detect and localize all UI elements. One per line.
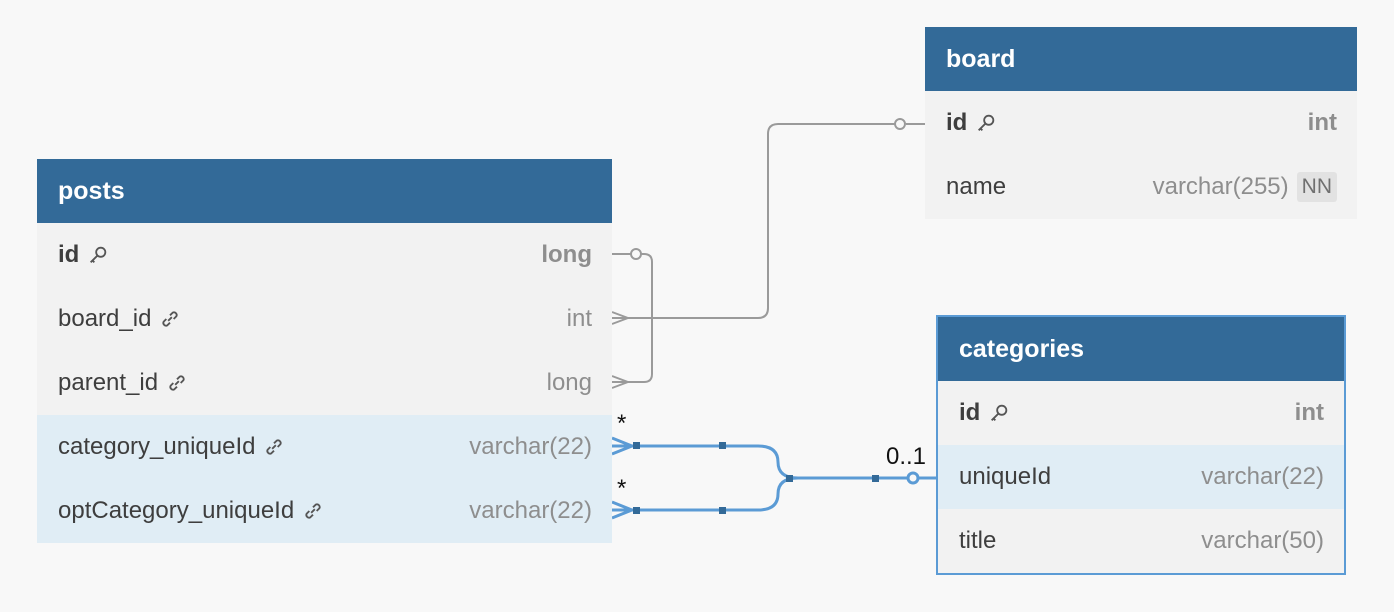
column-row[interactable]: title varchar(50) (938, 509, 1344, 573)
relation-posts-parent[interactable] (612, 253, 653, 383)
column-type: int (1294, 399, 1324, 426)
column-name: id (959, 399, 981, 426)
relation-markers (633, 442, 879, 514)
column-row[interactable]: name varchar(255) NN (925, 155, 1357, 219)
column-name: uniqueId (959, 463, 1052, 490)
column-row[interactable]: category_uniqueId varchar(22) (37, 415, 612, 479)
column-row[interactable]: optCategory_uniqueId varchar(22) (37, 479, 612, 543)
column-name: name (946, 173, 1007, 200)
link-icon (162, 311, 179, 327)
column-type: long (541, 241, 592, 268)
relation-posts-board[interactable] (612, 123, 900, 319)
table-categories[interactable]: categories id int uniqueId varchar(22) t… (936, 315, 1346, 575)
table-board-header[interactable]: board (925, 27, 1357, 91)
column-type: int (1307, 109, 1337, 136)
relation-categories-end-circle (906, 471, 920, 485)
table-board[interactable]: board id int name varchar(255) NN (925, 27, 1357, 219)
link-icon (266, 439, 283, 455)
table-categories-header[interactable]: categories (938, 317, 1344, 381)
column-name: optCategory_uniqueId (58, 497, 295, 524)
column-name: board_id (58, 305, 152, 332)
relation-board-end-circle (894, 118, 906, 130)
column-name: id (946, 109, 968, 136)
column-row[interactable]: id int (938, 381, 1344, 445)
not-null-badge: NN (1296, 172, 1337, 202)
column-name: id (58, 241, 80, 268)
crowfoot-board-id (611, 311, 629, 325)
column-name: parent_id (58, 369, 159, 396)
column-row[interactable]: parent_id long (37, 351, 612, 415)
column-name: title (959, 527, 997, 554)
column-type: varchar(22) (469, 433, 592, 460)
table-posts[interactable]: posts id long board_id int parent_id lon… (37, 159, 612, 543)
link-icon (305, 503, 321, 519)
key-icon (90, 246, 107, 263)
column-type: int (566, 305, 592, 332)
column-row[interactable]: id int (925, 91, 1357, 155)
link-icon (169, 375, 185, 391)
column-type: long (546, 369, 592, 396)
column-type: varchar(255) (1152, 173, 1289, 200)
column-type: varchar(50) (1201, 527, 1324, 554)
column-type: varchar(22) (469, 497, 592, 524)
cardinality-zero-one-label: 0..1 (886, 443, 927, 470)
table-posts-header[interactable]: posts (37, 159, 612, 223)
key-icon (991, 404, 1008, 421)
column-row[interactable]: uniqueId varchar(22) (938, 445, 1344, 509)
cardinality-many-label-1: * (617, 410, 627, 437)
crowfoot-parent-id (611, 375, 629, 389)
column-row[interactable]: id long (37, 223, 612, 287)
relation-parent-end-circle (630, 248, 642, 260)
column-row[interactable]: board_id int (37, 287, 612, 351)
cardinality-many-label-2: * (617, 475, 627, 502)
key-icon (978, 114, 995, 131)
column-name: category_uniqueId (58, 433, 256, 460)
column-type: varchar(22) (1201, 463, 1324, 490)
